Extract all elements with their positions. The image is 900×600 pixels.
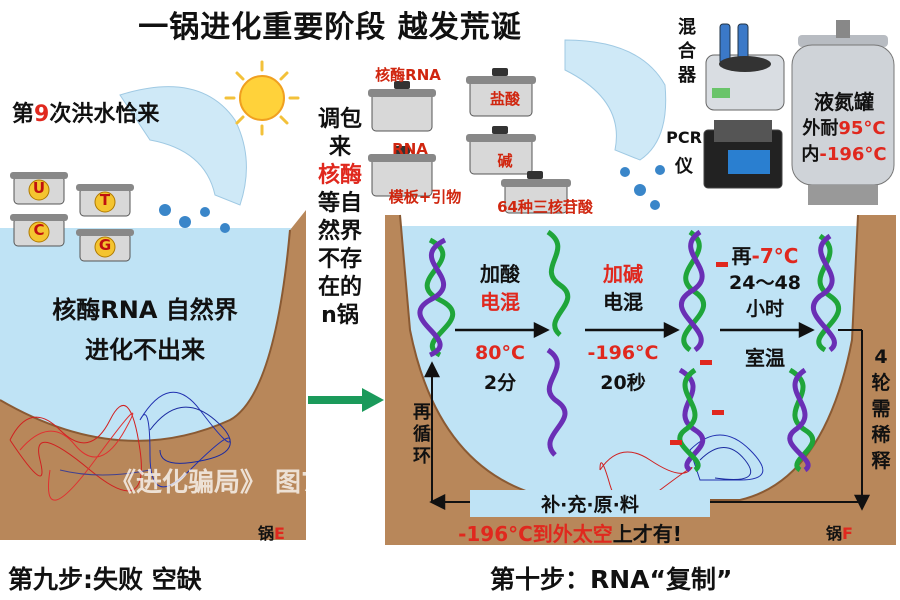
pot-f-label: 锅F	[826, 520, 853, 544]
nucleotide-t: T	[99, 191, 111, 209]
stage2-line3: -196°C	[587, 342, 659, 364]
flood-wave-right	[564, 39, 667, 210]
label-template-primer: 模板+引物	[388, 188, 462, 206]
flood-number: 9	[34, 102, 50, 127]
supplement-label: 补·充·原·料	[470, 490, 710, 517]
step-ten-caption: 第十步：RNA“复制”	[490, 565, 733, 594]
stage3-line3: 小时	[745, 298, 784, 320]
recycle-char-3: 环	[413, 446, 431, 467]
helix-strand-3	[787, 233, 841, 473]
nucleotide-c: C	[33, 221, 45, 239]
label-hcl: 盐酸	[489, 90, 520, 108]
stage1-line1: 加酸	[480, 262, 520, 286]
dilution-note: 4 轮 需 稀 释	[866, 344, 896, 474]
sun-icon	[224, 60, 300, 136]
stage3-line4: 室温	[745, 346, 785, 370]
flood-prefix: 第	[12, 102, 35, 127]
tank-inner: 内-196°C	[790, 140, 898, 166]
mixer-char-2: 合	[678, 41, 696, 62]
flood-suffix: 次洪水恰来	[49, 102, 160, 127]
helix-strand-1	[417, 237, 456, 358]
page-title: 一锅进化重要阶段 越发荒诞	[138, 10, 522, 45]
ribozyme-tangle-left	[9, 391, 231, 501]
tank-outer: 外耐95°C	[790, 114, 898, 140]
stage3-prefix: 再	[731, 244, 752, 268]
dilution-char-1: 4	[874, 346, 888, 368]
note-line-8: n锅	[321, 303, 359, 328]
note-line-1: 调包	[317, 107, 362, 132]
step-nine-caption: 第九步:失败 空缺	[8, 565, 202, 594]
stage3-line2: 24～48	[729, 272, 801, 294]
statement-line1: 核酶RNA 自然界	[52, 296, 238, 324]
stage1-line4: 2分	[483, 372, 517, 394]
nucleotide-pots	[10, 172, 134, 262]
space-post: 上才有!	[612, 522, 682, 546]
note-line-3: 核酶	[317, 163, 362, 188]
pot-e-label: 锅E	[258, 520, 285, 544]
label-trinucleotides: 64种三核苷酸	[497, 198, 593, 216]
mixer-char-3: 器	[678, 65, 696, 86]
nitrogen-tank	[791, 20, 895, 205]
space-mid: 外太空	[552, 522, 613, 546]
mixer-label: 混 合 器	[672, 16, 702, 88]
stage2-line1: 加碱	[603, 262, 643, 286]
dilution-char-5: 释	[871, 450, 891, 472]
pot-f-letter: F	[842, 524, 853, 543]
stage2-line4: 20秒	[600, 372, 646, 394]
rna-strand-purple-1	[546, 347, 568, 457]
note-line-6: 不存	[317, 247, 362, 272]
dilution-char-4: 稀	[871, 424, 891, 446]
note-line-7: 在的	[317, 275, 362, 300]
pcr-device	[703, 120, 783, 189]
mixer-device	[705, 23, 785, 111]
stage2-line2: 电混	[603, 290, 643, 314]
label-base: 碱	[497, 152, 513, 170]
stage1-line2: 电混	[480, 290, 520, 314]
helix-strand-2	[677, 229, 706, 473]
note-line-4: 等自	[317, 191, 362, 216]
transfer-arrow	[308, 388, 384, 412]
space-line: -196°C到外太空上才有!	[415, 518, 725, 547]
recycle-char-1: 再	[413, 402, 431, 423]
note-line-2: 来	[328, 135, 351, 160]
tank-outer-prefix: 外耐	[802, 118, 839, 139]
statement-line2: 进化不出来	[85, 336, 205, 364]
vertical-note: 调包 来 核酶 等自 然界 不存 在的 n锅	[308, 106, 372, 330]
mixer-char-1: 混	[678, 17, 696, 38]
tank-inner-temp: -196°C	[819, 144, 887, 165]
flood-wave-left	[119, 86, 247, 233]
space-pre: -196°C到	[458, 522, 553, 546]
note-line-5: 然界	[317, 219, 362, 244]
recycle-char-2: 循	[413, 424, 431, 445]
pot-e-prefix: 锅	[258, 524, 275, 543]
label-rna: RNA	[392, 140, 428, 158]
pot-e-letter: E	[274, 524, 285, 543]
pot-icons-top	[368, 68, 571, 214]
nucleotide-u: U	[32, 179, 46, 197]
nucleotide-marks	[670, 262, 728, 445]
dilution-char-2: 轮	[871, 372, 891, 394]
rna-strand-green-1	[546, 229, 571, 337]
tank-outer-temp: 95°C	[838, 118, 886, 139]
stage3-line1: 再-7°C	[715, 240, 815, 269]
left-basin	[0, 210, 306, 540]
pcr-label-line2: 仪	[675, 156, 693, 177]
recycle-note: 再 循 环	[410, 402, 434, 468]
pcr-label-line1: PCR	[666, 128, 702, 147]
watermark: 《进化骗局》 图74	[110, 468, 338, 498]
nucleotide-g: G	[98, 236, 112, 254]
dilution-char-3: 需	[871, 398, 891, 420]
stage3-temp: -7°C	[751, 244, 799, 268]
label-ribozyme-rna: 核酶RNA	[375, 66, 441, 84]
flood-caption: 第9次洪水恰来	[12, 96, 159, 128]
pot-f-prefix: 锅	[826, 524, 843, 543]
tank-title: 液氮罐	[814, 90, 874, 114]
tank-inner-prefix: 内	[801, 144, 820, 165]
stage1-line3: 80°C	[475, 342, 525, 364]
